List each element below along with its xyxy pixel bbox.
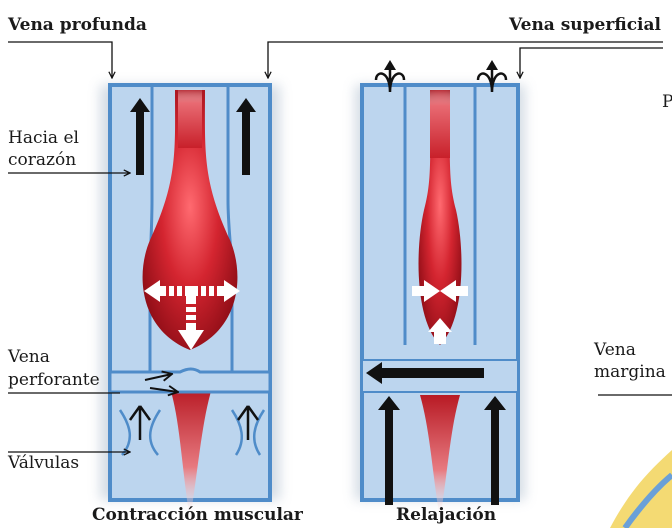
label-vena-profunda: Vena profunda [8,15,147,36]
relaxation-panel [355,60,525,520]
label-vena-superficial: Vena superficial [509,15,661,36]
label-perforante-line1: Vena [8,347,50,368]
label-cut-letter: P [662,92,672,113]
caption-contraction: Contracción muscular [92,505,303,525]
label-marginal-line2: margina [594,362,666,383]
label-perforante-line2: perforante [8,370,100,391]
label-hacia-line1: Hacia el [8,128,79,149]
right-partial-art [598,395,672,528]
label-marginal-line1: Vena [594,340,636,361]
label-valvulas: Válvulas [8,453,79,474]
label-hacia-line2: corazón [8,150,76,171]
contraction-panel [100,85,280,520]
caption-relaxation: Relajación [396,505,496,525]
